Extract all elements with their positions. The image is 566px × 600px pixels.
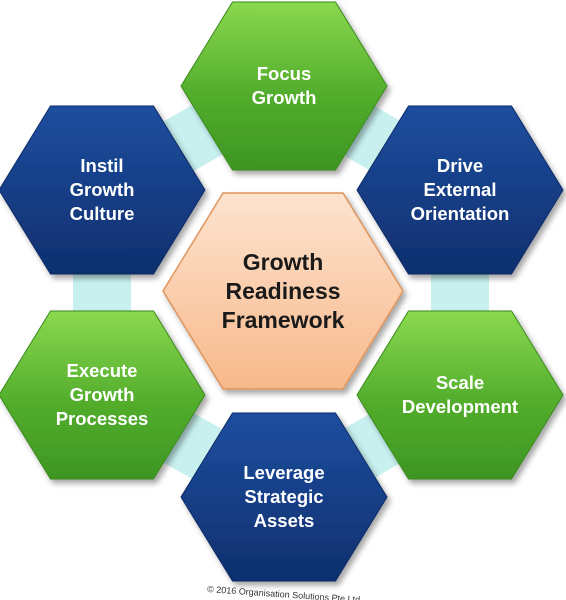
hexagon-execute-shape xyxy=(0,310,206,480)
hexagon-execute-label: Execute xyxy=(67,360,138,381)
hexagon-leverage-label: Assets xyxy=(254,510,315,531)
center-hexagon-shape xyxy=(162,192,404,390)
hexagon-leverage-label: Leverage xyxy=(243,462,324,483)
hexagon-execute-label: Growth xyxy=(70,384,135,405)
center-label-line: Framework xyxy=(222,307,345,333)
outer-hexagons: FocusGrowthDriveExternalOrientationScale… xyxy=(0,1,564,582)
hexagon-drive-shape xyxy=(356,105,564,275)
hexagon-scale-shape xyxy=(356,310,564,480)
hexagon-focus-label: Growth xyxy=(252,87,317,108)
hexagon-leverage-label: Strategic xyxy=(244,486,323,507)
hexagon-drive-label: External xyxy=(423,179,496,200)
hexagon-focus-shape xyxy=(180,1,388,171)
hexagon-scale-label: Development xyxy=(402,396,518,417)
center-label-line: Readiness xyxy=(225,278,340,304)
hexagon-instil-label: Instil xyxy=(80,155,123,176)
hexagon-scale-label: Scale xyxy=(436,372,484,393)
hexagon-instil-shape xyxy=(0,105,206,275)
hexagon-leverage-shape xyxy=(180,412,388,582)
hexagon-drive-label: Drive xyxy=(437,155,483,176)
hexagon-instil-label: Culture xyxy=(70,203,135,224)
copyright-text: © 2016 Organisation Solutions Pte Ltd xyxy=(207,584,361,600)
hexagon-execute-label: Processes xyxy=(56,408,149,429)
hexagon-focus-label: Focus xyxy=(257,63,311,84)
hexagon-drive-label: Orientation xyxy=(411,203,510,224)
center-label-line: Growth xyxy=(243,249,324,275)
hexagon-instil-label: Growth xyxy=(70,179,135,200)
